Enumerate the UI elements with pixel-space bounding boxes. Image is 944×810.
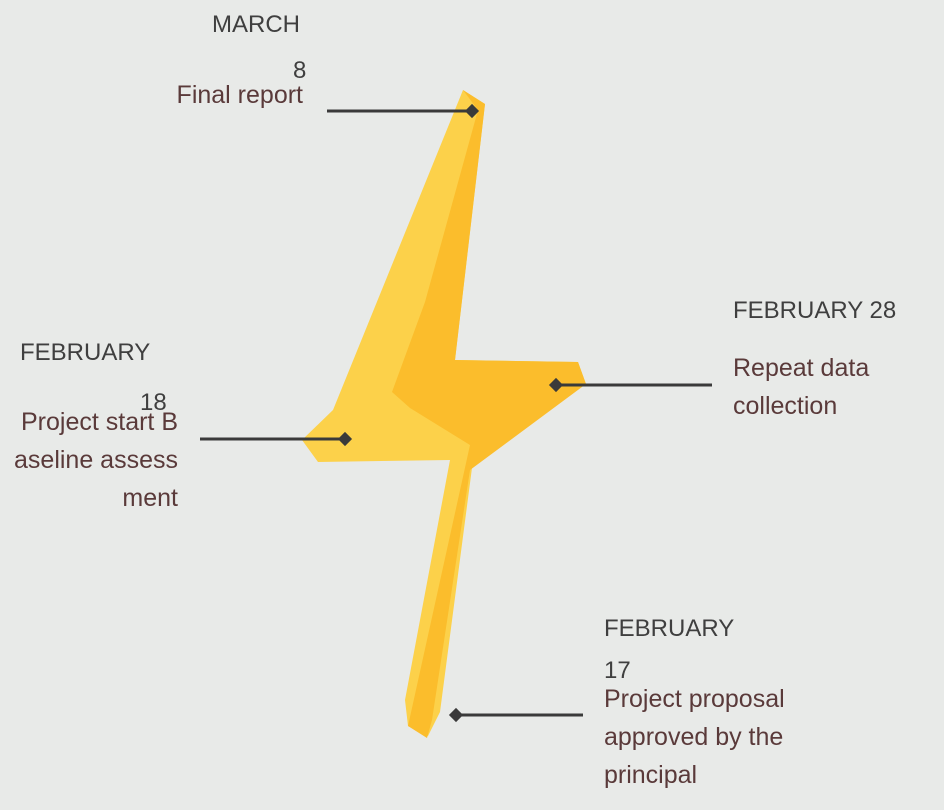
connector-proposal — [448, 707, 583, 723]
march-date-line2: 8 — [293, 57, 307, 84]
lightning-bolt-icon — [302, 90, 586, 738]
proposal-label: Project proposal approved by the princip… — [604, 685, 785, 789]
feb18-date-line1: FEBRUARY — [20, 339, 151, 366]
connector-project-start — [200, 431, 353, 447]
feb17-date-line1: FEBRUARY — [604, 615, 735, 642]
connector-repeat-data — [548, 377, 712, 393]
march-date-line1: MARCH — [212, 11, 300, 38]
feb17-date-line2: 17 — [604, 657, 631, 684]
feb18-date-line2: 18 — [140, 389, 167, 416]
repeat-data-label: Repeat data collection — [733, 354, 870, 420]
connector-final-report — [327, 103, 480, 119]
project-start-label: Project start Baseline assessment — [14, 408, 178, 512]
final-report-label: Final report — [176, 81, 303, 109]
feb28-date: FEBRUARY 28 — [733, 297, 897, 324]
bolt-shade-half — [392, 90, 586, 738]
